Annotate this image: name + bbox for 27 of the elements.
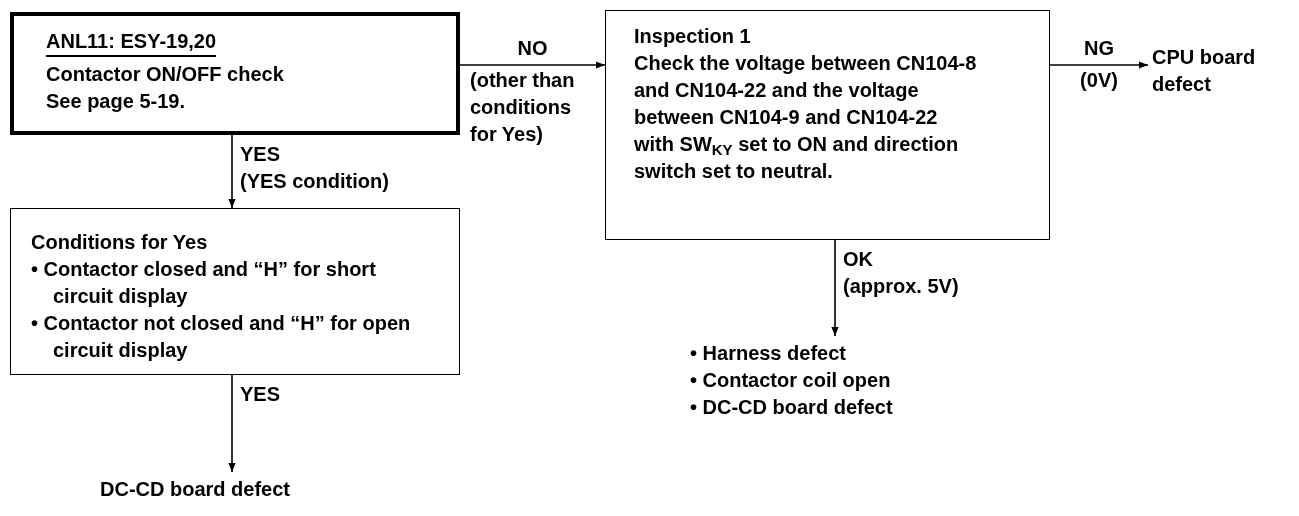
arrow	[228, 374, 236, 473]
arrow	[459, 61, 606, 69]
edge-label: OK (approx. 5V)	[843, 247, 960, 299]
box-heading: Conditions for Yes	[31, 230, 209, 255]
arrow	[228, 134, 236, 209]
box-text: CPU board defect	[1152, 45, 1257, 97]
process-box	[10, 208, 460, 375]
box-text: Check the voltage between CN104-8 and CN104-22 and the voltage between CN104-9 and CN104-22 with SW$_{KY}$ set to ON and direction switch set to neutral.	[634, 51, 978, 184]
arrow	[1049, 61, 1149, 69]
box-heading: Inspection 1	[634, 24, 752, 49]
edge-label: NG	[1083, 36, 1115, 61]
process-box	[605, 10, 1050, 240]
edge-label: YES	[240, 382, 282, 407]
edge-label: NO	[516, 36, 549, 61]
edge-label: YES (YES condition)	[240, 142, 390, 194]
arrow	[831, 239, 839, 337]
process-box	[10, 12, 460, 135]
edge-label: (0V)	[1079, 68, 1119, 93]
bullet-item: • DC-CD board defect	[690, 395, 894, 420]
box-text: DC-CD board defect	[100, 477, 291, 502]
bullet-item: • Contactor coil open	[690, 368, 892, 393]
box-heading: ANL11: ESY-19,20	[46, 28, 217, 57]
bullet-item: • Contactor closed and “H” for short circuit display	[31, 257, 377, 309]
bullet-item: • Contactor not closed and “H” for open circuit display	[31, 311, 412, 363]
box-text: Contactor ON/OFF check See page 5-19.	[46, 62, 285, 114]
edge-label: (other than conditions for Yes)	[470, 68, 576, 147]
bullet-item: • Harness defect	[690, 341, 847, 366]
